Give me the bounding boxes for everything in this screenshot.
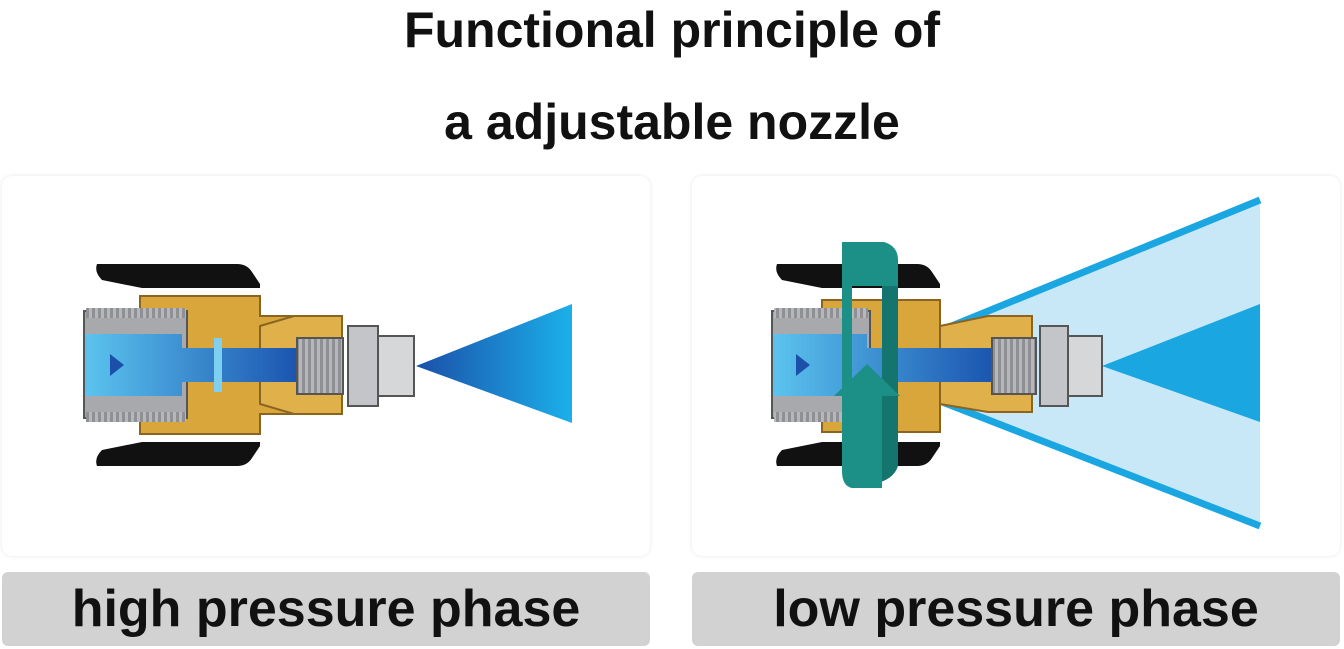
high-pressure-nozzle-diagram [83,264,572,466]
rotation-arrow-back [847,245,898,486]
flow-arrow-icon [796,354,810,376]
water-channel [86,334,297,396]
page-title-line-2: a adjustable nozzle [444,94,900,150]
low-pressure-panel [692,176,1340,556]
nozzle-thread [296,337,344,395]
low-pressure-nozzle-diagram [771,196,1262,530]
nozzle-nut [347,325,379,407]
nozzle-cap [377,335,415,397]
central-water-jet [1102,304,1260,422]
thread-bottom [774,412,868,422]
housing-top [96,264,260,288]
jet-edge-top [930,196,1262,338]
flow-arrow-icon [110,354,124,376]
low-pressure-phase-label: low pressure phase [692,572,1340,646]
jet-edge-bottom [930,394,1262,530]
rotation-band [842,242,898,286]
nozzle-thread [991,337,1037,395]
rotation-arrow-icon [834,242,900,488]
page-title-line-1: Functional principle of [403,2,941,58]
nozzle-cap [1067,335,1103,397]
thread-bottom [86,412,186,422]
high-pressure-panel [2,176,650,556]
housing-bottom [96,442,260,466]
high-pressure-phase-label: high pressure phase [2,572,650,646]
narrow-water-jet [416,304,572,423]
thread-top [774,308,868,318]
thread-top [86,308,186,318]
blue-inner-pipe [214,338,222,392]
nozzle-nut [1039,325,1069,407]
